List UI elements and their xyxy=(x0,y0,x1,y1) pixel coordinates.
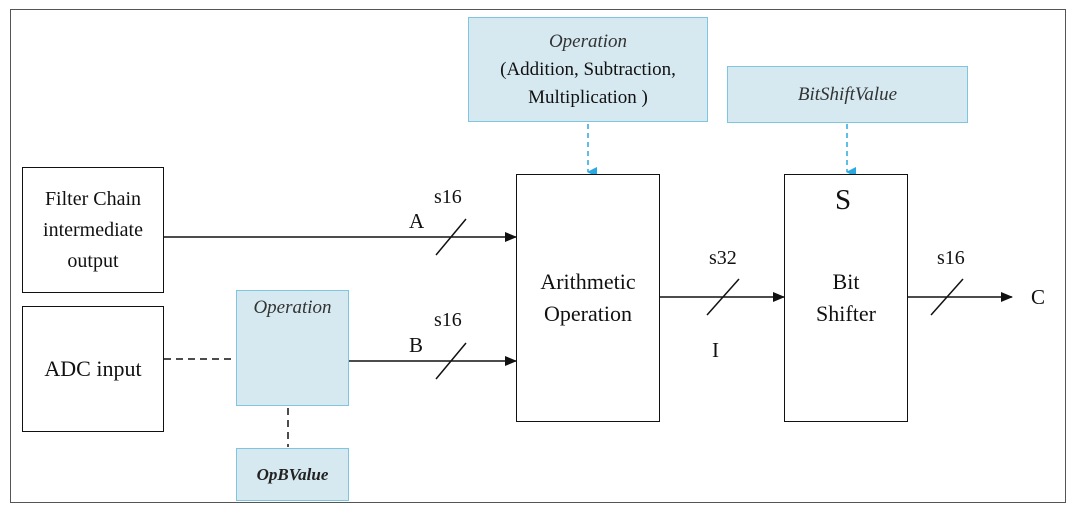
bit-shifter-block[interactable]: Bit Shifter xyxy=(784,174,908,422)
signal-a-type: s16 xyxy=(434,186,462,208)
signal-c-name: C xyxy=(1031,285,1046,309)
operation-param-title: Operation xyxy=(548,30,628,52)
operation-switch-param-box[interactable]: Operation xyxy=(236,290,349,406)
opb-value-label: OpBValue xyxy=(256,464,329,484)
signal-i-type: s32 xyxy=(709,247,737,269)
bitshift-value-param-box[interactable]: BitShiftValue xyxy=(727,66,968,123)
signal-i-name: I xyxy=(712,338,719,362)
bitshift-value-label: BitShiftValue xyxy=(797,83,898,105)
operation-param-box[interactable]: Operation (Addition, Subtraction, Multip… xyxy=(468,17,708,122)
signal-b-slash xyxy=(435,342,467,380)
adc-input-block[interactable]: ADC input xyxy=(22,306,164,432)
adc-input-label: ADC input xyxy=(44,356,142,381)
diagram-border xyxy=(10,9,1066,503)
signal-b-name: B xyxy=(409,333,424,357)
signal-b-type: s16 xyxy=(434,309,462,331)
filter-chain-block[interactable]: Filter Chain intermediate output xyxy=(22,167,164,293)
operation-param-detail: (Addition, Subtraction, Multiplication ) xyxy=(500,58,676,108)
signal-i-slash xyxy=(706,278,740,316)
bit-shifter-symbol: S xyxy=(835,184,852,216)
opb-value-param-box[interactable]: OpBValue xyxy=(236,448,349,501)
signal-a-slash xyxy=(435,218,467,256)
signal-c-type: s16 xyxy=(937,247,965,269)
arithmetic-operation-block[interactable]: Arithmetic Operation xyxy=(516,174,660,422)
filter-chain-label: Filter Chain intermediate output xyxy=(43,187,143,272)
operation-switch-label: Operation xyxy=(253,297,332,318)
signal-c-slash xyxy=(930,278,964,316)
bit-shifter-label: Bit Shifter xyxy=(816,269,876,326)
arithmetic-operation-label: Arithmetic Operation xyxy=(540,269,636,326)
signal-a-name: A xyxy=(409,209,425,233)
